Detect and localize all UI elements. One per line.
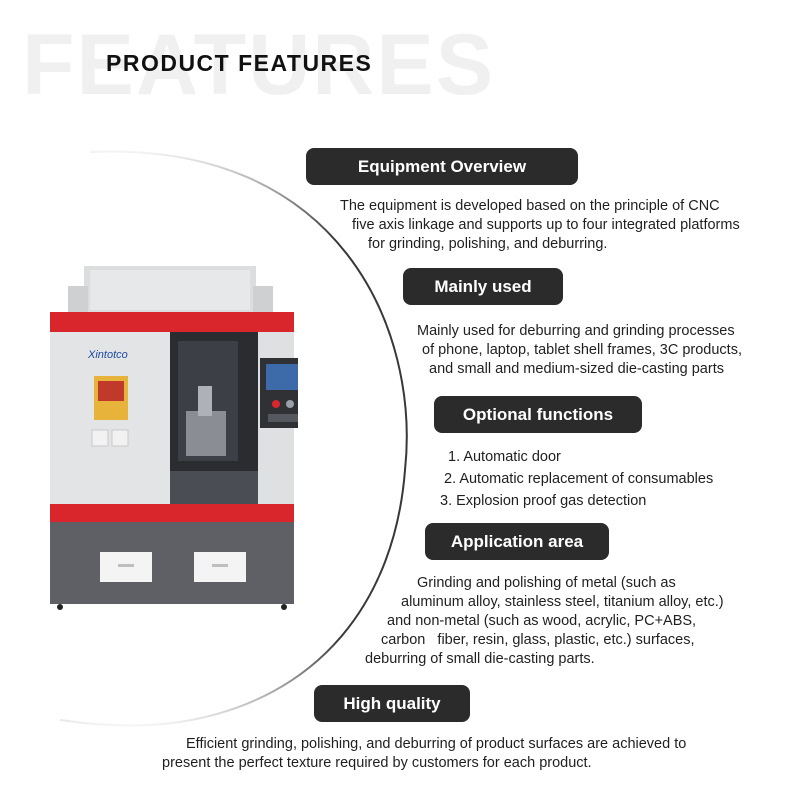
section-heading-high-quality: High quality bbox=[314, 685, 470, 722]
section-heading-optional-functions: Optional functions bbox=[434, 396, 642, 433]
features-watermark: FEATURES bbox=[22, 17, 496, 113]
section-text-optional-functions: 1. Automatic door 2. Automatic replaceme… bbox=[440, 446, 713, 512]
text-line: for grinding, polishing, and deburring. bbox=[368, 236, 608, 252]
text-line: 3. Explosion proof gas detection bbox=[440, 493, 647, 509]
cnc-machine-image: Xintotco bbox=[50, 266, 298, 610]
text-line: aluminum alloy, stainless steel, titaniu… bbox=[401, 594, 724, 610]
page-title: PRODUCT FEATURES bbox=[106, 50, 373, 76]
text-line: The equipment is developed based on the … bbox=[340, 198, 720, 214]
text-line: of phone, laptop, tablet shell frames, 3… bbox=[422, 342, 742, 358]
text-line: Mainly used for deburring and grinding p… bbox=[417, 323, 735, 339]
text-line: and non-metal (such as wood, acrylic, PC… bbox=[387, 613, 697, 629]
section-heading-application-area: Application area bbox=[425, 523, 609, 560]
text-line: deburring of small die-casting parts. bbox=[365, 651, 595, 667]
text-line: and small and medium-sized die-casting p… bbox=[429, 361, 724, 377]
section-text-mainly-used: Mainly used for deburring and grinding p… bbox=[417, 322, 742, 379]
text-line: carbon fiber, resin, glass, plastic, etc… bbox=[381, 632, 695, 648]
section-text-high-quality: Efficient grinding, polishing, and debur… bbox=[162, 735, 686, 773]
text-line: Efficient grinding, polishing, and debur… bbox=[186, 736, 687, 752]
text-line: 1. Automatic door bbox=[448, 449, 561, 465]
text-line: Grinding and polishing of metal (such as bbox=[417, 575, 676, 591]
text-line: 2. Automatic replacement of consumables bbox=[444, 471, 714, 487]
section-heading-equipment-overview: Equipment Overview bbox=[306, 148, 578, 185]
section-text-application-area: Grinding and polishing of metal (such as… bbox=[365, 574, 724, 669]
text-line: present the perfect texture required by … bbox=[162, 755, 592, 771]
brand-logo: Xintotco bbox=[87, 349, 128, 361]
section-heading-mainly-used: Mainly used bbox=[403, 268, 563, 305]
section-text-equipment-overview: The equipment is developed based on the … bbox=[340, 197, 740, 254]
text-line: five axis linkage and supports up to fou… bbox=[352, 217, 740, 233]
